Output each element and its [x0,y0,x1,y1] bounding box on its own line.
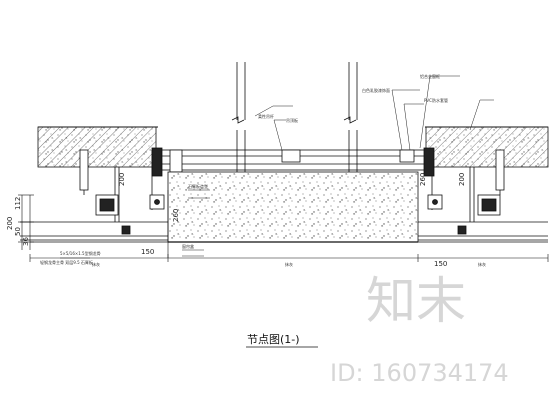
callout-leaders [60,75,494,259]
dim-150-right: 150 [434,260,447,268]
callout-8: PVC防水套管 [424,97,448,103]
callout-5: 白色乳胶漆饰面 [362,87,390,93]
dim-200-small: 200 [118,173,126,186]
callout-3: 柔性吊杆 [258,113,274,119]
ceiling-boards [20,221,548,243]
watermark-brand: 知末 [366,272,466,330]
dimension-lines-right [168,254,549,262]
dim-112-left: 112 [14,197,22,210]
drawing-caption: 节点图(1-) [247,333,300,346]
hanger-system-left [79,147,165,235]
dimension-lines-left [18,190,169,262]
callout-1: 5×5/16×1.5型钢龙骨 [60,250,101,256]
concrete-lintel [167,171,419,243]
dim-260-right: 260 [419,173,427,186]
dim-200-left: 200 [6,217,14,230]
hanger-system-right [423,147,505,235]
dim-200-right: 200 [458,173,466,186]
callout-9: 窗帘盒 [182,243,194,249]
dim-260-left: 260 [172,209,180,222]
dim-150-left: 150 [141,248,154,256]
callout-7: 铝合金窗框 [420,73,440,79]
dim-plaster-right: 抹灰 [478,261,486,267]
callout-6: 石膏板造型 [188,183,208,189]
callout-4: 吊顶板 [286,117,298,123]
watermark-id: ID: 160734174 [330,359,509,387]
dim-36-left: 36 [22,237,30,246]
window-frame [159,149,429,173]
dim-finish-center: 抹灰 [285,261,293,267]
dim-50-left: 50 [14,227,22,236]
dim-plaster-left: 抹灰 [92,261,100,267]
callout-2: 轻钢龙骨主骨 双层9.5 石膏板 [40,259,93,265]
concrete-slab [37,126,549,168]
